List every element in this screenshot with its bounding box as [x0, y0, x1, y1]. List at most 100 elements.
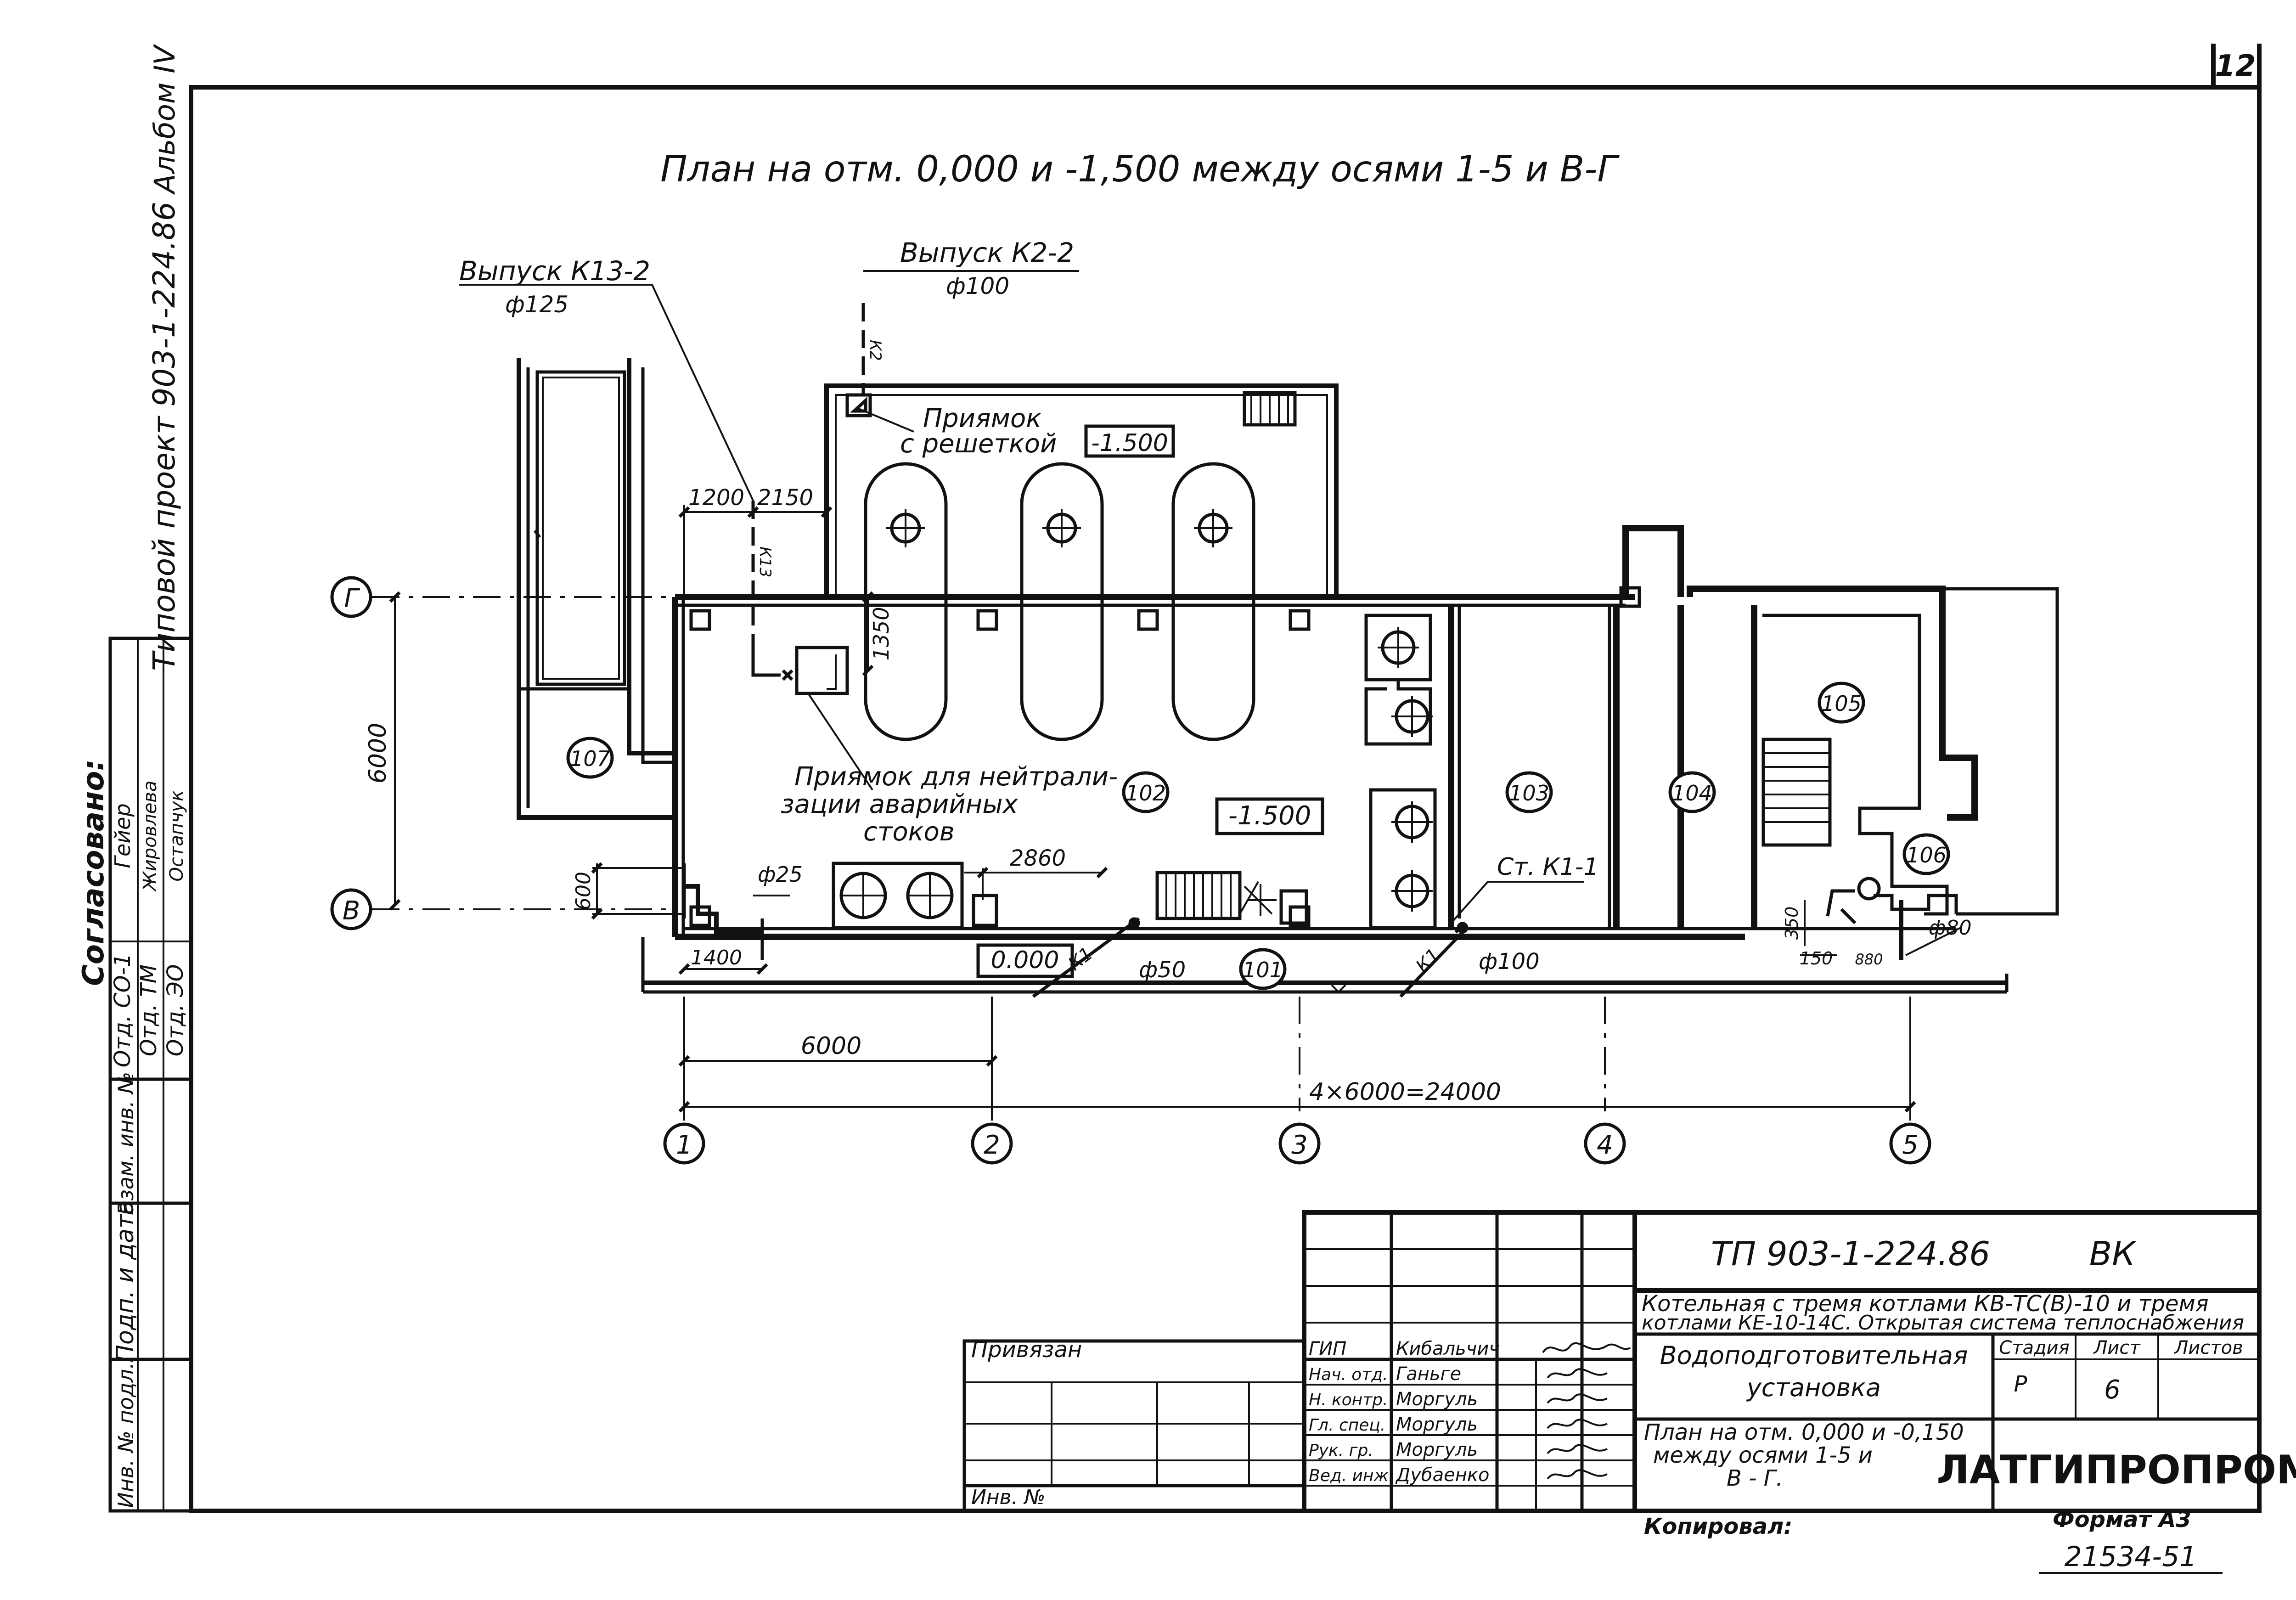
privyazan-label: Привязан — [971, 1337, 1082, 1363]
staff-role-1: ГИП — [1309, 1338, 1346, 1359]
level-102-text: -1.500 — [1228, 801, 1311, 831]
vypusk-k2-diameter: ф100 — [946, 273, 1009, 299]
field-vzam-inv: Взам. инв. № — [113, 1072, 138, 1215]
room-104-label: 104 — [1672, 781, 1712, 806]
staff-role-5: Рук. гр. — [1309, 1441, 1373, 1460]
room-tag-101 — [1239, 948, 1287, 990]
neutralization-pit — [751, 643, 849, 695]
dim-150: 150 — [1800, 948, 1833, 969]
level-box-102 — [1215, 797, 1324, 835]
vypusk-k13-diameter: ф125 — [505, 291, 568, 318]
dim-1200: 1200 — [688, 485, 744, 511]
room-tag-103 — [1505, 771, 1553, 813]
room-tag-102 — [1122, 771, 1170, 813]
main-building — [641, 525, 2059, 994]
approval-title: Согласовано: — [77, 759, 111, 986]
axis-marker-5 — [1889, 1122, 1931, 1165]
stage-value: Р — [2014, 1371, 2027, 1397]
staff-name-4: Моргуль — [1396, 1414, 1478, 1435]
neutral-pit-line1: Приямок для нейтрали- — [794, 762, 1118, 792]
room-102-label: 102 — [1125, 781, 1166, 806]
approval-dept-1: Отд. СО-1 — [110, 953, 135, 1068]
inv-no-label: Инв. № — [971, 1486, 1045, 1509]
dia-80-label: ф80 — [1929, 916, 1972, 940]
dim-1350: 1350 — [869, 607, 894, 660]
sheet-name-line1: План на отм. 0,000 и -0,150 — [1644, 1420, 1964, 1445]
pipe-k2-tag: К2 — [866, 340, 884, 361]
pit-grate-line2: с решеткой — [900, 429, 1057, 459]
approval-dept-3: Отд. ЭО — [163, 964, 188, 1057]
stage-label: Стадия — [1999, 1337, 2069, 1358]
axis-label-v: В — [343, 896, 360, 926]
room-105-label: 105 — [1821, 691, 1862, 716]
dim-1400: 1400 — [691, 946, 742, 969]
room-101-label: 101 — [1243, 958, 1283, 982]
object-name-line1: Котельная с тремя котлами КВ-ТС(В)-10 и … — [1642, 1291, 2209, 1317]
filter-units — [1364, 614, 1437, 930]
leader-lines — [459, 270, 1961, 956]
room-tag-106 — [1902, 833, 1950, 875]
room-tag-104 — [1668, 771, 1716, 813]
staff-name-2: Ганьге — [1396, 1363, 1461, 1385]
staff-name-3: Моргуль — [1396, 1389, 1478, 1410]
axis-marker-g — [330, 576, 372, 618]
document-code: ТП 903-1-224.86 — [1711, 1234, 1990, 1273]
room-103-label: 103 — [1509, 781, 1549, 806]
approval-strip — [108, 637, 193, 1513]
neutral-pit-line2: зации аварийных — [781, 789, 1019, 819]
dim-6000-horizontal: 6000 — [801, 1032, 861, 1060]
axis-marker-2 — [971, 1122, 1013, 1165]
level-box-pit — [1084, 424, 1175, 458]
privyazan-block — [962, 1339, 1306, 1513]
axis-label-2: 2 — [984, 1130, 1000, 1160]
tank-2 — [1020, 462, 1104, 741]
sheet-name-line2: между осями 1-5 и — [1653, 1442, 1873, 1468]
organization-name: ЛАТГИПРОПРОМ — [1936, 1447, 2296, 1493]
section-name-line1: Водоподготовительная — [1660, 1341, 1968, 1370]
staff-name-1: Кибальчич — [1396, 1338, 1500, 1359]
signature-scribbles — [1542, 1342, 1631, 1480]
copy-code: 21534-51 — [2065, 1541, 2197, 1573]
staff-role-3: Н. контр. — [1309, 1391, 1388, 1409]
pump-units — [832, 862, 998, 930]
staff-role-2: Нач. отд. — [1309, 1365, 1388, 1384]
dia-25-label: ф25 — [758, 862, 803, 887]
tank-3 — [1171, 462, 1255, 741]
dia-50-label: ф50 — [1139, 957, 1186, 983]
dim-total-24000: 4×6000=24000 — [1309, 1078, 1501, 1106]
approval-name-3: Остапчук — [166, 790, 187, 882]
section-name-line2: установка — [1746, 1373, 1881, 1402]
room-tag-105 — [1818, 682, 1865, 724]
plan-title: План на отм. 0,000 и -1,500 между осями … — [660, 149, 1620, 190]
level-floor-text: 0.000 — [991, 946, 1059, 974]
dia-100-label: ф100 — [1479, 949, 1540, 975]
axis-marker-3 — [1278, 1122, 1321, 1165]
object-name-line2: котлами КЕ-10-14С. Открытая система тепл… — [1642, 1311, 2244, 1335]
staff-role-6: Вед. инж. — [1309, 1466, 1394, 1485]
staff-name-5: Моргуль — [1396, 1439, 1478, 1460]
axis-label-5: 5 — [1902, 1130, 1919, 1160]
stair-102 — [1155, 871, 1308, 925]
dim-880: 880 — [1855, 951, 1883, 968]
page-number: 12 — [2215, 49, 2256, 83]
axis-label-1: 1 — [676, 1130, 692, 1160]
dim-2860: 2860 — [1010, 845, 1066, 871]
axis-marker-1 — [663, 1122, 705, 1165]
level-box-floor — [976, 943, 1074, 978]
dim-600: 600 — [572, 872, 595, 910]
axis-marker-v — [330, 888, 372, 930]
approval-dept-2: Отд. ТМ — [136, 964, 162, 1056]
room-tag-107 — [566, 737, 614, 779]
field-podp-data: Подп. и дата — [112, 1200, 139, 1363]
lists-label: Листов — [2173, 1337, 2243, 1358]
dim-6000-vertical: 6000 — [364, 723, 392, 783]
dim-2150: 2150 — [757, 485, 813, 511]
left-annex — [517, 358, 675, 820]
vypusk-k13-label: Выпуск К13-2 — [459, 255, 650, 287]
axis-marker-4 — [1584, 1122, 1626, 1165]
stoyak-k1-label: Ст. К1-1 — [1497, 853, 1599, 881]
approval-name-2: Жировлева — [140, 781, 161, 893]
staff-role-4: Гл. спец. — [1309, 1416, 1385, 1435]
list-value: 6 — [2104, 1375, 2121, 1405]
